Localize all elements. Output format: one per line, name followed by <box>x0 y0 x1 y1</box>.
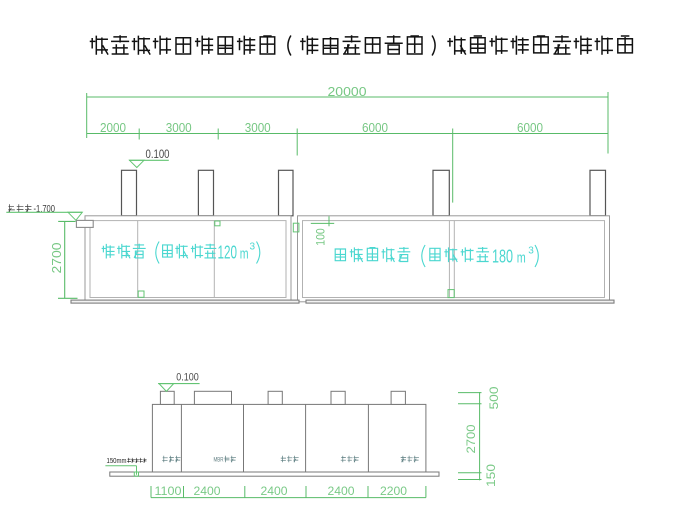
svg-text:150mm: 150mm <box>107 458 127 465</box>
svg-text:2400: 2400 <box>194 484 221 498</box>
svg-text:150: 150 <box>484 464 498 487</box>
svg-text:0.100: 0.100 <box>176 372 199 384</box>
svg-text:6000: 6000 <box>362 120 388 135</box>
svg-text:2400: 2400 <box>261 484 288 498</box>
svg-text:2200: 2200 <box>380 484 407 498</box>
svg-text:6000: 6000 <box>517 120 543 135</box>
svg-text:1100: 1100 <box>155 484 182 498</box>
svg-text:180: 180 <box>492 246 513 267</box>
svg-text:3000: 3000 <box>245 120 271 135</box>
svg-text:3: 3 <box>250 242 256 253</box>
svg-text:3000: 3000 <box>166 120 192 135</box>
svg-text:0.100: 0.100 <box>146 147 170 161</box>
svg-text:-1.700: -1.700 <box>34 203 56 215</box>
svg-text:m: m <box>517 250 526 267</box>
svg-text:2400: 2400 <box>328 484 355 498</box>
svg-text:500: 500 <box>487 386 501 409</box>
svg-text:2000: 2000 <box>100 120 126 135</box>
svg-text:3: 3 <box>528 246 534 257</box>
svg-text:20000: 20000 <box>328 84 367 99</box>
svg-text:100: 100 <box>314 228 328 246</box>
svg-text:m: m <box>240 246 249 263</box>
svg-text:MBR: MBR <box>214 457 224 464</box>
svg-text:120: 120 <box>218 242 238 263</box>
svg-text:2700: 2700 <box>464 424 478 453</box>
svg-text:2700: 2700 <box>49 243 64 274</box>
